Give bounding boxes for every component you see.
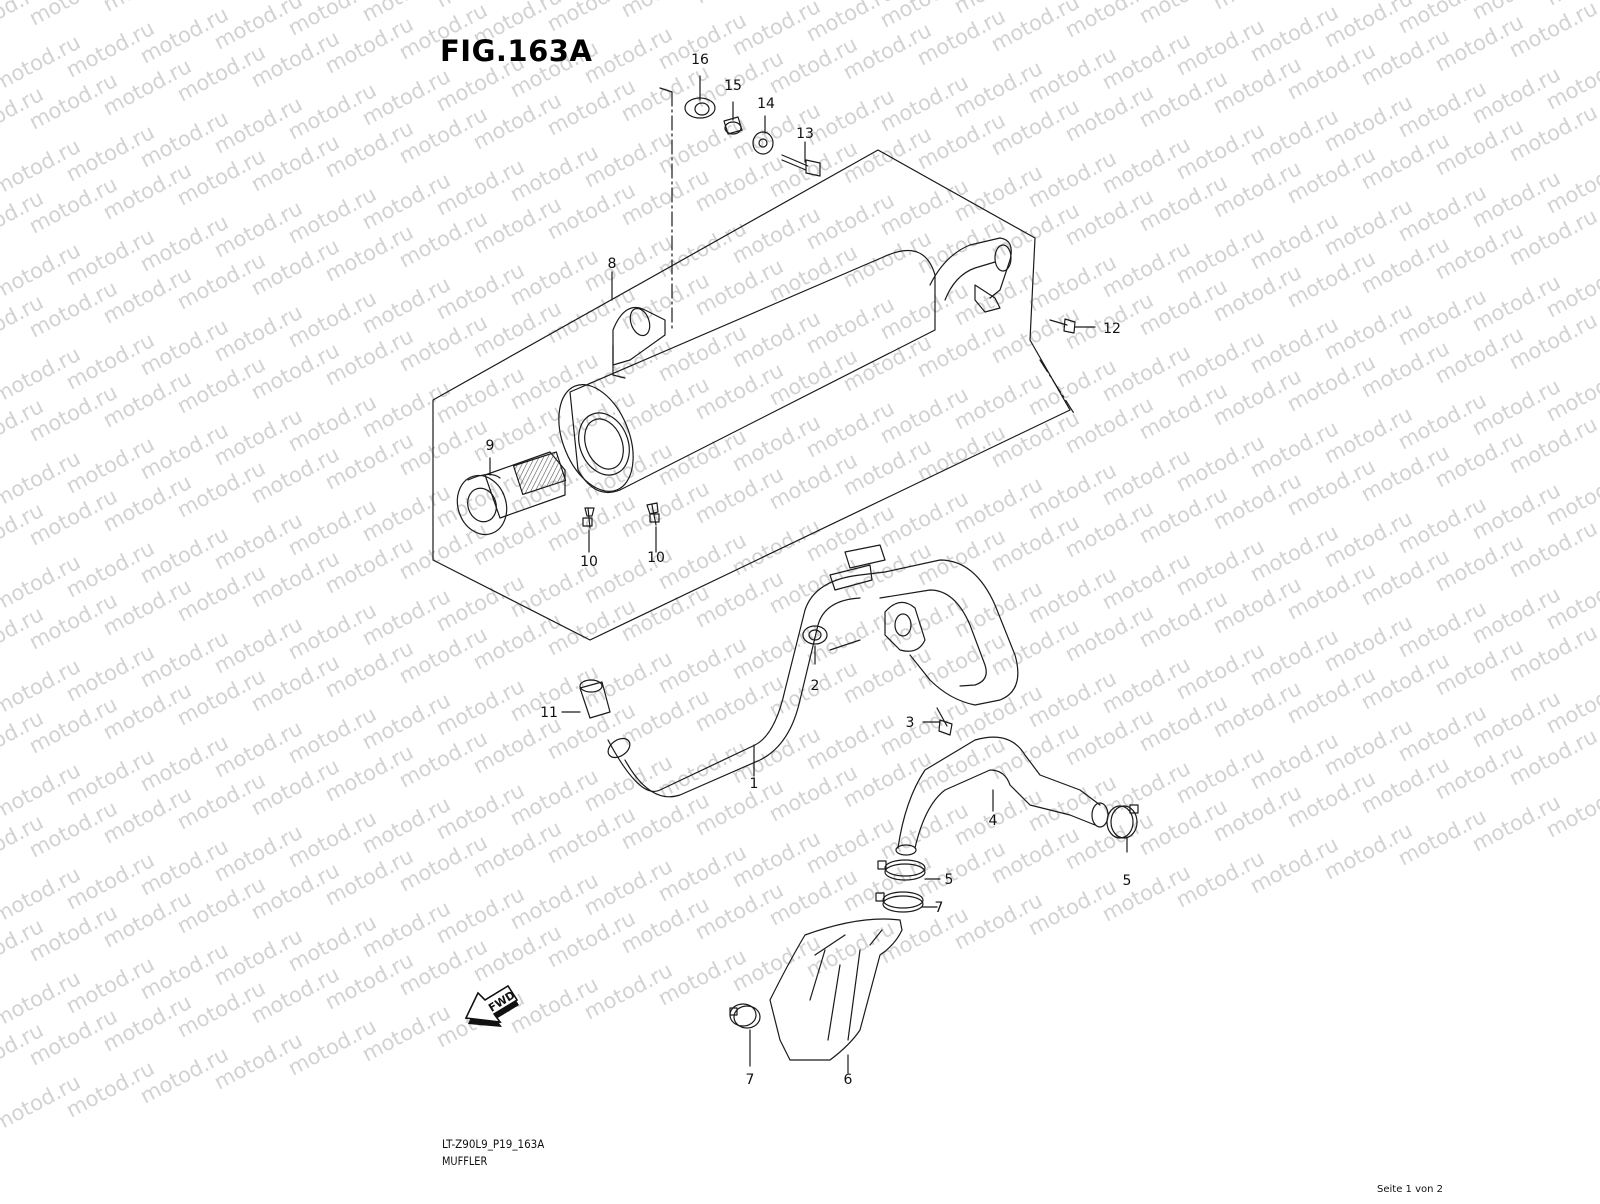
callout-connector-pipe: 4	[989, 813, 998, 829]
callout-flange-bolt: 3	[906, 715, 915, 731]
watermark-text: motod.ru	[691, 0, 787, 8]
callout-muffler: 8	[608, 256, 617, 272]
callout-pipe-gasket: 2	[811, 678, 820, 694]
callout-exhaust-pipe: 1	[750, 776, 759, 792]
clamp-7b	[730, 1004, 760, 1028]
page-indicator: Seite 1 von 2	[1377, 1184, 1443, 1195]
callout-clamp: 5	[945, 872, 954, 888]
figure-name: MUFFLER	[442, 1154, 487, 1168]
callout-screw: 10	[647, 550, 665, 566]
callout-mount-bolt: 12	[1103, 321, 1121, 337]
callout-spark-arrester: 9	[486, 438, 495, 454]
callout-clamp: 5	[1123, 873, 1132, 889]
callout-pipe-seal: 11	[540, 705, 558, 721]
callout-hose-clamp: 7	[935, 900, 944, 916]
callout-hose-clamp: 7	[746, 1072, 755, 1088]
figure-code: LT-Z90L9_P19_163A	[442, 1137, 544, 1151]
callout-screw: 10	[580, 554, 598, 570]
watermark-text: motod.ru	[1209, 0, 1305, 14]
callout-washer: 14	[757, 96, 775, 112]
callout-bolt: 13	[796, 126, 814, 142]
callout-heat-protector: 6	[844, 1072, 853, 1088]
watermark-layer: motod.rumotod.rumotod.rumotod.rumotod.ru…	[0, 0, 1600, 1136]
callout-spacer: 15	[724, 78, 742, 94]
callout-cushion: 16	[691, 52, 709, 68]
watermark-text: motod.ru	[99, 0, 195, 16]
watermark-text: motod.ru	[173, 0, 269, 2]
figure-title: FIG.163A	[440, 34, 592, 68]
